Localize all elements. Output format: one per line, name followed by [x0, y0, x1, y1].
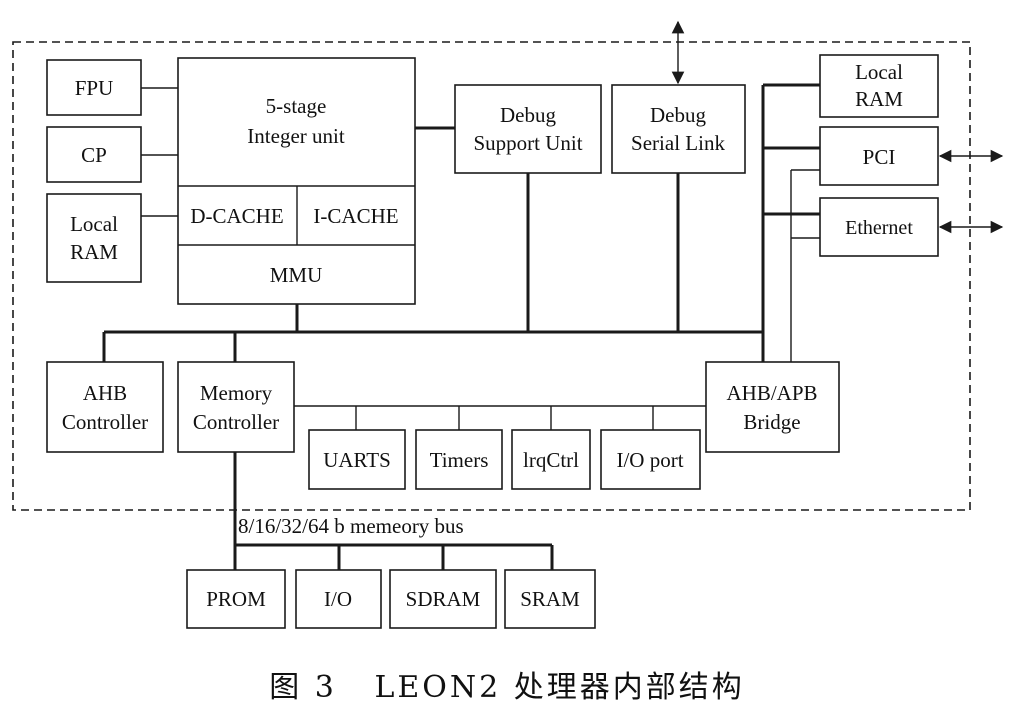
integer-unit-label-2: Integer unit — [247, 124, 345, 148]
integer-unit-label-1: 5-stage — [266, 94, 327, 118]
block-sram: SRAM — [504, 569, 596, 629]
io-port-label: I/O port — [616, 448, 683, 472]
block-ethernet: Ethernet — [819, 197, 939, 257]
block-ahb-controller: AHB Controller — [46, 361, 164, 453]
d-cache-label: D-CACHE — [190, 204, 283, 228]
irqctrl-label: lrqCtrl — [523, 448, 579, 472]
ahb-apb-bridge-label-2: Bridge — [743, 410, 800, 434]
timers-label: Timers — [430, 448, 489, 472]
pci-label: PCI — [863, 145, 896, 169]
local-ram-right-label-2: RAM — [855, 87, 903, 111]
debug-support-unit-label-2: Support Unit — [473, 131, 582, 155]
block-timers: Timers — [415, 429, 503, 490]
block-debug-support-unit: Debug Support Unit — [454, 84, 602, 174]
block-prom: PROM — [186, 569, 286, 629]
sdram-label: SDRAM — [406, 587, 481, 611]
local-ram-left-label-2: RAM — [70, 240, 118, 264]
block-pci: PCI — [819, 126, 939, 186]
memory-controller-label-1: Memory — [200, 381, 273, 405]
io-label: I/O — [324, 587, 352, 611]
block-ahb-apb-bridge: AHB/APB Bridge — [705, 361, 840, 453]
ahb-controller-label-1: AHB — [83, 381, 127, 405]
block-local-ram-right: Local RAM — [819, 54, 939, 118]
sram-label: SRAM — [520, 587, 580, 611]
prom-label: PROM — [206, 587, 266, 611]
block-fpu: FPU — [46, 59, 142, 116]
debug-serial-link-label-1: Debug — [650, 103, 706, 127]
local-ram-left-label-1: Local — [70, 212, 118, 236]
block-io: I/O — [295, 569, 382, 629]
block-local-ram-left: Local RAM — [46, 193, 142, 283]
wires — [102, 20, 1004, 570]
local-ram-right-label-1: Local — [855, 60, 903, 84]
mmu-label: MMU — [270, 263, 323, 287]
uarts-label: UARTS — [323, 448, 391, 472]
block-integer-unit: 5-stage Integer unit D-CACHE I-CACHE MMU — [177, 57, 416, 305]
block-io-port: I/O port — [600, 429, 701, 490]
debug-serial-link-label-2: Serial Link — [631, 131, 725, 155]
block-debug-serial-link: Debug Serial Link — [611, 84, 746, 174]
block-irqctrl: lrqCtrl — [511, 429, 591, 490]
chip-boundary — [12, 41, 971, 511]
fpu-label: FPU — [75, 76, 114, 100]
memory-bus-label: 8/16/32/64 b memeory bus — [238, 514, 464, 538]
figure-caption: 图 3 LEON2 处理器内部结构 — [269, 670, 745, 705]
cp-label: CP — [81, 143, 107, 167]
i-cache-label: I-CACHE — [313, 204, 398, 228]
ahb-controller-label-2: Controller — [62, 410, 148, 434]
ahb-apb-bridge-label-1: AHB/APB — [726, 381, 817, 405]
block-sdram: SDRAM — [389, 569, 497, 629]
ethernet-label: Ethernet — [845, 217, 913, 239]
block-memory-controller: Memory Controller — [177, 361, 295, 453]
block-uarts: UARTS — [308, 429, 406, 490]
memory-controller-label-2: Controller — [193, 410, 279, 434]
debug-support-unit-label-1: Debug — [500, 103, 556, 127]
block-cp: CP — [46, 126, 142, 183]
